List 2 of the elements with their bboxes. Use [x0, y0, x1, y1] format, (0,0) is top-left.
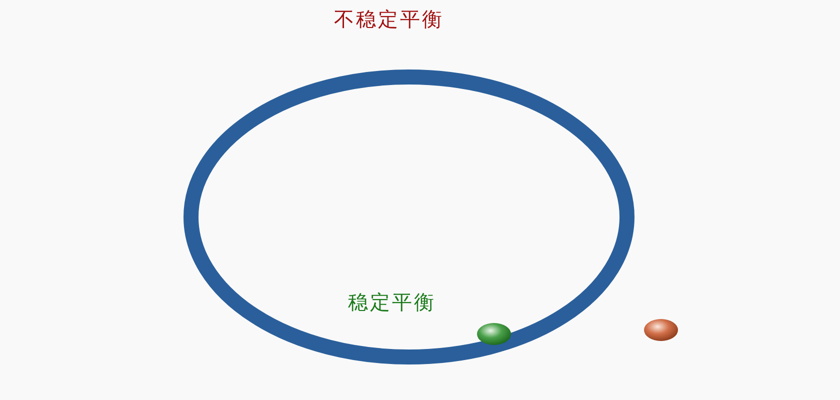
equilibrium-label: 稳定平衡	[348, 289, 436, 316]
equilibrium-label: 不稳定平衡	[334, 6, 444, 33]
